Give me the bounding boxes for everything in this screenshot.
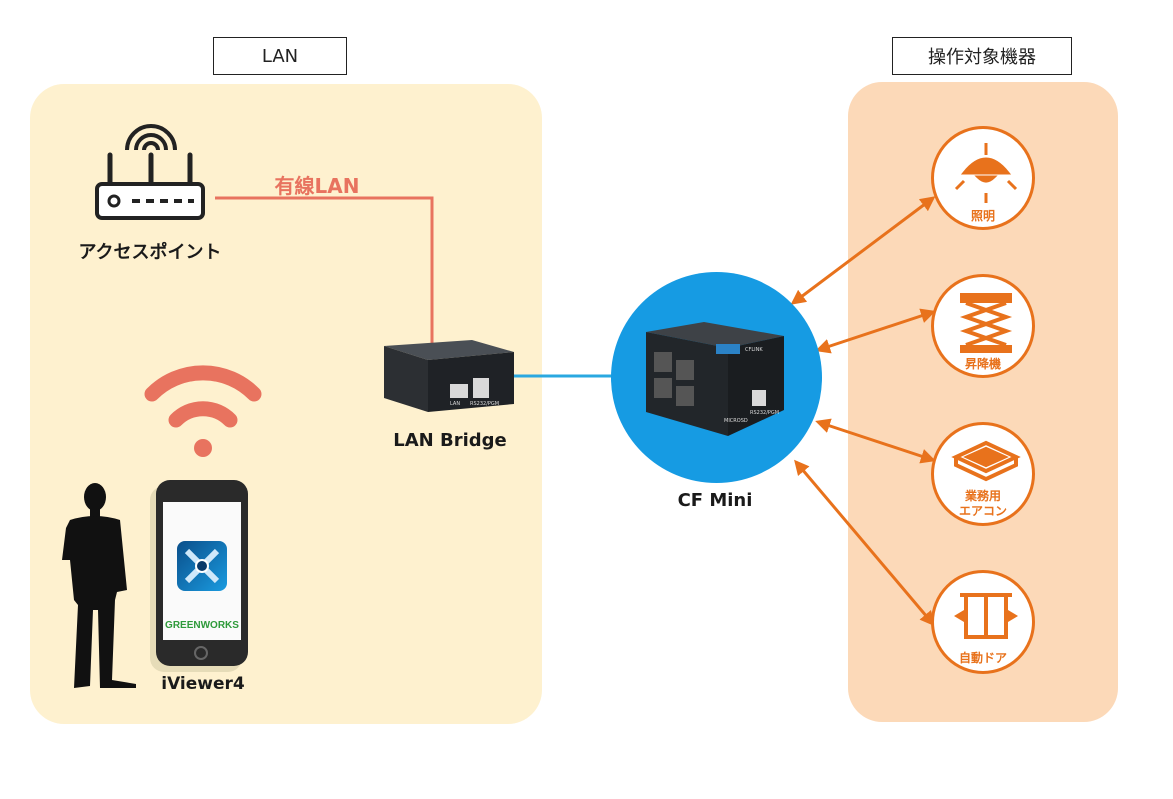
lan-bridge-port-lan: LAN: [450, 401, 461, 407]
arrow-light: [790, 196, 936, 305]
device-label-lift: 昇降機: [964, 357, 1001, 371]
device-label-lighting: 照明: [970, 209, 995, 223]
smartphone: GREENWORKS: [156, 480, 248, 666]
arrow-lift: [815, 308, 936, 354]
device-lift: 昇降機: [931, 274, 1035, 378]
iviewer-label: iViewer4: [161, 674, 245, 694]
arrow-door: [794, 459, 935, 627]
wired-lan-label: 有線LAN: [274, 174, 360, 198]
device-zone-title: 操作対象機器: [892, 37, 1072, 75]
cf-mini-port-micro: MICROSD: [724, 418, 748, 424]
home-button: [194, 646, 208, 660]
device-lighting: 照明: [931, 126, 1035, 230]
cf-mini-port-rs: RS232/PGM: [750, 410, 780, 416]
app-brand-text: GREENWORKS: [165, 620, 239, 631]
cf-mini-port-top: CFLINK: [745, 347, 763, 353]
arrow-aircon: [815, 418, 936, 464]
lan-bridge-label: LAN Bridge: [393, 430, 507, 451]
device-label-door: 自動ドア: [958, 651, 1007, 665]
app-logo-icon: [177, 541, 227, 591]
ceiling-light-icon: [954, 143, 1018, 203]
access-point-label: アクセスポイント: [78, 242, 222, 263]
device-door: 自動ドア: [931, 570, 1035, 674]
automatic-door-icon: [954, 593, 1018, 639]
device-label-aircon: 業務用 エアコン: [958, 489, 1007, 518]
lan-bridge-port-rs: RS232/PGM: [470, 401, 500, 407]
ceiling-aircon-icon: [951, 440, 1021, 482]
cf-mini-label: CF Mini: [677, 490, 753, 511]
scissor-lift-icon: [959, 293, 1013, 353]
wired-lan-line: [215, 196, 434, 343]
device-aircon: 業務用 エアコン: [931, 422, 1035, 526]
lan-zone-title: LAN: [213, 37, 347, 75]
